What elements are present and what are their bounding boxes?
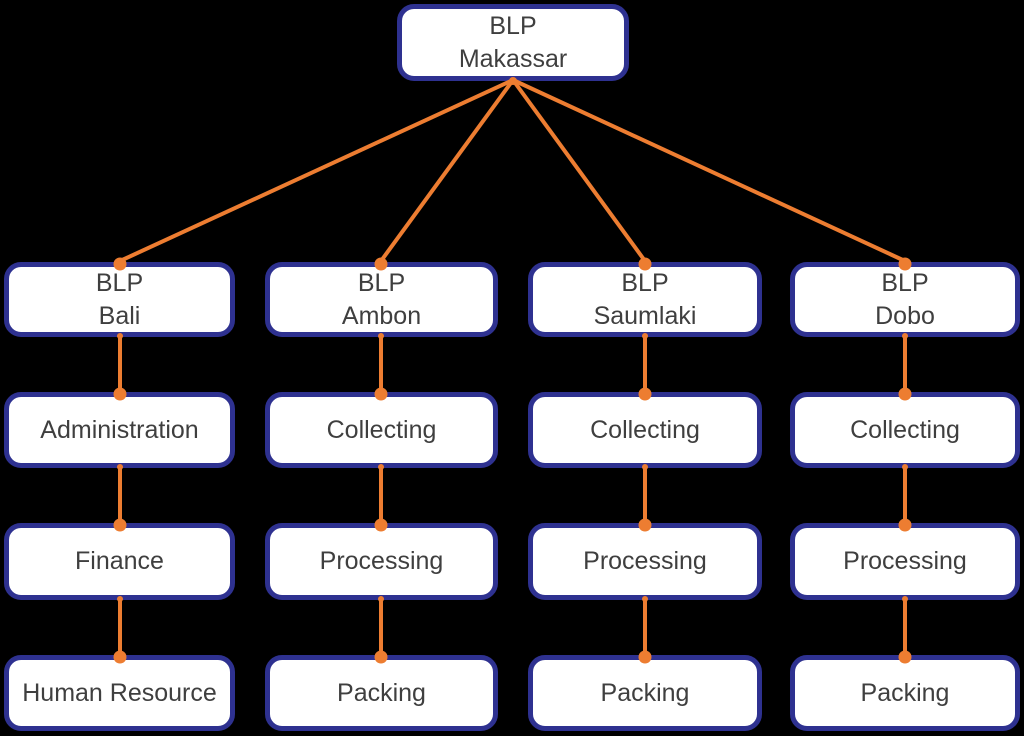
org-box-finance: Finance	[4, 523, 235, 600]
org-box-label: Collecting	[850, 415, 960, 444]
org-box-label: Administration	[40, 415, 199, 444]
org-box-blp-makassar: BLP Makassar	[397, 4, 629, 81]
org-box-processing-dobo: Processing	[790, 523, 1020, 600]
org-box-human-resource: Human Resource	[4, 655, 235, 731]
org-box-packing-saumlaki: Packing	[528, 655, 762, 731]
org-box-label: Processing	[583, 547, 707, 576]
org-box-label: Processing	[843, 547, 967, 576]
org-box-collecting-dobo: Collecting	[790, 392, 1020, 468]
org-box-label-line2: Saumlaki	[593, 301, 697, 330]
org-box-collecting-ambon: Collecting	[265, 392, 498, 468]
org-box-label: Packing	[337, 678, 426, 707]
org-box-processing-ambon: Processing	[265, 523, 498, 600]
org-box-label: Collecting	[326, 415, 437, 444]
connector-line	[379, 78, 515, 263]
org-box-label: Finance	[75, 547, 164, 576]
org-box-packing-ambon: Packing	[265, 655, 498, 731]
org-box-label: Collecting	[590, 415, 700, 444]
connector-line	[511, 78, 647, 263]
org-box-blp-bali: BLP Bali	[4, 262, 235, 337]
org-box-label: Human Resource	[22, 678, 217, 707]
org-box-label-line2: Makassar	[458, 44, 568, 73]
org-box-label: Processing	[319, 547, 444, 576]
org-box-blp-ambon: BLP Ambon	[265, 262, 498, 337]
org-box-collecting-saumlaki: Collecting	[528, 392, 762, 468]
org-box-administration: Administration	[4, 392, 235, 468]
org-box-blp-dobo: BLP Dobo	[790, 262, 1020, 337]
org-box-label-line1: BLP	[357, 269, 406, 297]
org-box-processing-saumlaki: Processing	[528, 523, 762, 600]
org-box-label-line1: BLP	[621, 269, 669, 297]
org-box-label-line2: Dobo	[875, 301, 935, 330]
connector-line	[119, 78, 514, 263]
org-box-label-line1: BLP	[95, 269, 144, 297]
org-box-label: Packing	[860, 678, 950, 707]
org-box-packing-dobo: Packing	[790, 655, 1020, 731]
org-box-label-line1: BLP	[881, 269, 929, 297]
org-box-label-line2: Bali	[98, 301, 141, 330]
org-box-blp-saumlaki: BLP Saumlaki	[528, 262, 762, 337]
org-box-label-line2: Ambon	[341, 301, 422, 330]
connector-line	[512, 78, 906, 263]
org-box-label: Packing	[600, 678, 690, 707]
org-box-label-line1: BLP	[489, 12, 537, 40]
